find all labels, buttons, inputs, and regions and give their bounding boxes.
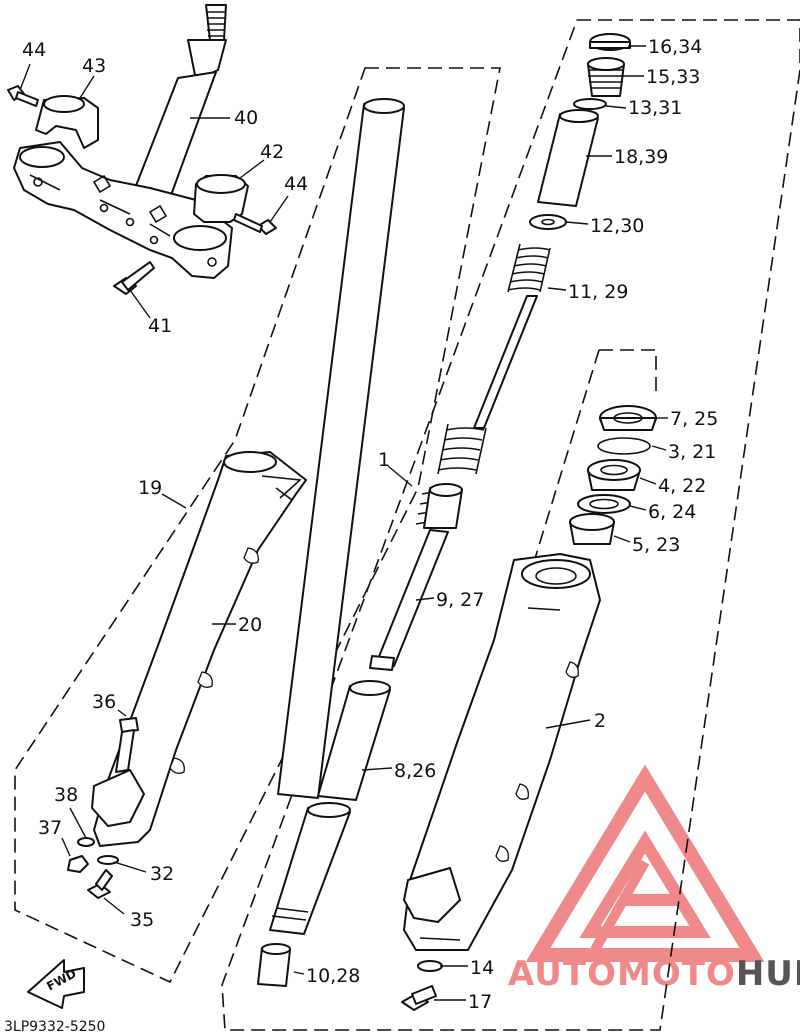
damper-rod (369, 483, 463, 671)
label-44-right: 44 (284, 173, 308, 195)
label-9-27: 9, 27 (436, 589, 484, 611)
dust-seal (599, 405, 657, 431)
label-10-28: 10,28 (306, 965, 360, 987)
diagram-code: 3LP9332-5250 (4, 1019, 105, 1035)
label-4-22: 4, 22 (658, 475, 706, 497)
bolt-17 (401, 985, 437, 1011)
label-37: 37 (38, 817, 62, 839)
watermark-logo (525, 764, 765, 962)
label-44-left: 44 (22, 39, 46, 61)
leader-lines (19, 45, 668, 1001)
label-14: 14 (470, 957, 494, 979)
label-7-25: 7, 25 (670, 408, 718, 430)
outline-left-fork-group (14, 67, 501, 984)
label-20: 20 (238, 614, 262, 636)
fwd-arrow-icon (27, 959, 85, 1009)
label-38: 38 (54, 784, 78, 806)
label-16-34: 16,34 (648, 36, 702, 58)
outer-tube-right (403, 553, 601, 951)
cap-bolt-threaded (587, 57, 625, 97)
label-2: 2 (594, 710, 606, 732)
o-ring (573, 98, 607, 110)
bolt-36 (115, 717, 139, 773)
outline-right-fork-group (221, 19, 800, 1031)
cap-bolt (589, 33, 631, 51)
oil-lock-guide (257, 943, 291, 987)
washer (529, 214, 567, 230)
steering-stem-assembly (7, 4, 277, 295)
oil-seal (587, 459, 641, 491)
watermark-auto: AUTO (508, 954, 617, 994)
label-32: 32 (150, 863, 174, 885)
washer-38 (77, 837, 95, 847)
fork-washer (577, 494, 631, 514)
label-17: 17 (468, 991, 492, 1013)
watermark-moto: MOTO (617, 954, 736, 994)
label-8-26: 8,26 (394, 760, 436, 782)
inner-tube (277, 98, 405, 799)
washer-14 (417, 960, 443, 972)
stopper-clip (597, 437, 651, 455)
label-5-23: 5, 23 (632, 534, 680, 556)
part-labels: 16,34 15,33 13,31 18,39 12,30 11, 29 7, … (22, 36, 718, 1013)
washer-32 (97, 855, 119, 865)
label-36: 36 (92, 691, 116, 713)
outline-damper-group (599, 349, 657, 398)
fork-spring (437, 243, 551, 475)
label-35: 35 (130, 909, 154, 931)
oil-lock-piece (269, 680, 391, 935)
label-1: 1 (378, 449, 390, 471)
nut-37 (67, 855, 89, 873)
label-11-29: 11, 29 (568, 281, 628, 303)
label-18-39: 18,39 (614, 146, 668, 168)
label-6-24: 6, 24 (648, 501, 696, 523)
label-19: 19 (138, 477, 162, 499)
label-41: 41 (148, 315, 172, 337)
label-42: 42 (260, 141, 284, 163)
label-13-31: 13,31 (628, 97, 682, 119)
label-12-30: 12,30 (590, 215, 644, 237)
label-3-21: 3, 21 (668, 441, 716, 463)
label-15-33: 15,33 (646, 66, 700, 88)
bolt-35 (87, 869, 113, 899)
watermark-text: AUTOMOTOHUB (508, 954, 800, 994)
watermark-hub: HUB (736, 954, 800, 994)
slide-bush (569, 513, 615, 545)
spacer-tube (537, 109, 599, 207)
label-43: 43 (82, 55, 106, 77)
outer-tube-left (91, 451, 307, 847)
label-40: 40 (234, 107, 258, 129)
